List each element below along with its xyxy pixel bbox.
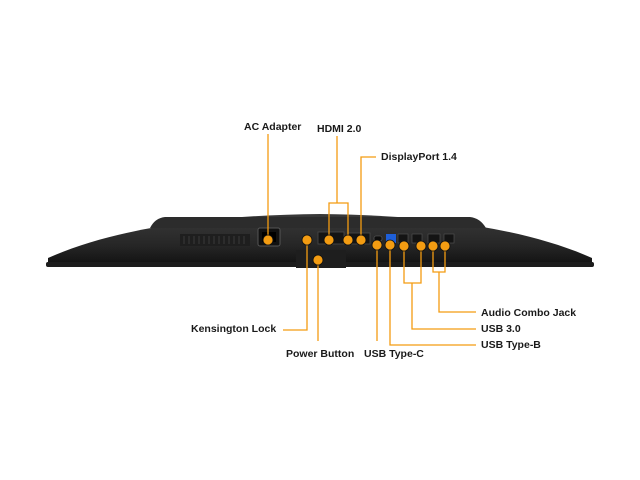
- label-usb-type-c: USB Type-C: [364, 348, 424, 360]
- leader-audio: [438, 272, 476, 313]
- marker-audio-1: [427, 240, 439, 252]
- marker-kensington: [301, 234, 313, 246]
- marker-power: [312, 254, 324, 266]
- vent-grille: [180, 234, 250, 246]
- marker-displayport: [355, 234, 367, 246]
- callout-markers: [262, 234, 451, 266]
- marker-audio-2: [439, 240, 451, 252]
- marker-usb-b: [384, 239, 396, 251]
- label-ac-adapter: AC Adapter: [244, 121, 302, 133]
- label-hdmi: HDMI 2.0: [317, 123, 362, 135]
- port-usb-3-a: [386, 234, 396, 243]
- marker-usb-c: [371, 239, 383, 251]
- leader-hdmi-bracket: [328, 202, 349, 240]
- leader-kensington: [283, 240, 308, 331]
- leader-usb3: [411, 283, 476, 330]
- marker-usb3-2: [415, 240, 427, 252]
- label-power-button: Power Button: [286, 348, 355, 360]
- callout-leaders: [267, 134, 476, 346]
- monitor-rear-bump: [150, 217, 486, 228]
- leader-usb-b: [389, 245, 476, 346]
- leader-displayport: [360, 156, 376, 240]
- marker-hdmi-2: [342, 234, 354, 246]
- marker-hdmi-1: [323, 234, 335, 246]
- label-usb-type-b: USB Type-B: [481, 339, 541, 351]
- label-audio-combo-jack: Audio Combo Jack: [481, 307, 577, 319]
- marker-ac-adapter: [262, 234, 274, 246]
- vent-slots: [183, 236, 245, 244]
- label-displayport: DisplayPort 1.4: [381, 151, 457, 163]
- marker-usb3-1: [398, 240, 410, 252]
- label-usb-3: USB 3.0: [481, 323, 521, 335]
- label-kensington-lock: Kensington Lock: [191, 323, 277, 335]
